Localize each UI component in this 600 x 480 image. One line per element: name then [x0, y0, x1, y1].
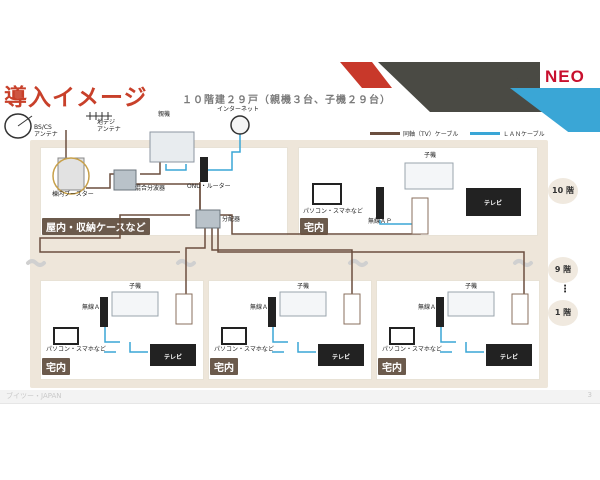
lan-cables: [104, 120, 484, 353]
splitter-icon: [195, 209, 221, 229]
parent-unit-label: 親機: [158, 111, 171, 118]
booster-icon: [52, 157, 90, 195]
floor-unit-a: [53, 291, 196, 366]
terrestrial-antenna-icon: [86, 112, 112, 120]
floor-marker-1: 1 階: [548, 300, 578, 326]
legend-coax-label: 同軸（TV）ケーブル: [403, 131, 459, 138]
legend-lan-label: ＬＡＮケーブル: [503, 131, 545, 138]
booster-label: 棟内ブースター: [52, 191, 94, 198]
mixer-icon: [113, 169, 137, 191]
corner-decoration: [340, 62, 600, 132]
tv-icon-top: [466, 188, 521, 216]
onu-label: ONU・ルーター: [187, 183, 231, 190]
ap-label-top: 無線ＡＰ: [368, 218, 393, 225]
floor-marker-10: 10 階: [548, 178, 578, 204]
ap-label-b: 無線ＡＰ: [250, 304, 275, 311]
legend-coax-swatch: [370, 132, 400, 135]
tv-label-a: テレビ: [164, 354, 183, 361]
home-tag-floor-a: 宅内: [42, 358, 70, 375]
tv-label-top: テレビ: [484, 200, 503, 207]
floor-marker-9: 9 階: [548, 257, 578, 283]
globe-icon: [230, 115, 250, 135]
child-label-c: 子機: [465, 283, 478, 290]
bs-antenna-label: BS/CS アンテナ: [34, 124, 58, 138]
internet-label: インターネット: [217, 106, 260, 113]
outlet-icon-top: [411, 197, 429, 235]
page-title: 導入イメージ: [4, 85, 148, 111]
home-tag-floor-b: 宅内: [210, 358, 238, 375]
coax-cables: [39, 130, 525, 306]
child-label-b: 子機: [297, 283, 310, 290]
wireless-ap-icon-top: [376, 187, 384, 219]
tv-label-c: テレビ: [500, 354, 519, 361]
ap-label-c: 無線ＡＰ: [418, 304, 443, 311]
home-tag-floor-c: 宅内: [378, 358, 406, 375]
tv-label-b: テレビ: [332, 354, 351, 361]
parent-unit-icon: [149, 131, 195, 163]
home-tag-top: 宅内: [300, 218, 328, 235]
pc-icon-top: [312, 183, 342, 205]
footer-company: ブイツー・JAPAN: [6, 392, 62, 400]
pc-label-c: パソコン・スマホなど: [382, 346, 442, 353]
pc-label-top: パソコン・スマホなど: [303, 208, 363, 215]
floor-separators: [26, 259, 533, 267]
brand-logo: NEO: [545, 67, 585, 86]
terrestrial-antenna-label: 地デジ アンテナ: [97, 119, 121, 133]
page-number: 3: [587, 391, 592, 399]
splitter-label: 分配器: [222, 216, 241, 223]
pc-label-a: パソコン・スマホなど: [46, 346, 106, 353]
floor-unit-c: [389, 291, 532, 366]
ap-label-a: 無線ＡＰ: [82, 304, 107, 311]
mixer-label: 混合分波器: [135, 185, 166, 192]
pc-label-b: パソコン・スマホなど: [214, 346, 274, 353]
bs-dish-icon: [4, 113, 33, 139]
slide-canvas: 導入イメージ １０階建２９戸（親機３台、子機２９台） NEO 同軸（TV）ケーブ…: [0, 52, 600, 390]
onu-icon: [200, 157, 208, 182]
storage-tag: 屋内・収納ケースなど: [42, 218, 150, 235]
page-subtitle: １０階建２９戸（親機３台、子機２９台）: [182, 95, 391, 106]
legend-lan-swatch: [470, 132, 500, 135]
floor-ellipsis: ⋮: [560, 284, 570, 295]
slide-footer: ブイツー・JAPAN 3: [0, 390, 600, 404]
child-label-top: 子機: [424, 152, 437, 159]
child-label-a: 子機: [129, 283, 142, 290]
floor-unit-b: [221, 291, 364, 366]
child-unit-icon-top: [404, 162, 454, 190]
network-diagram: [4, 112, 533, 366]
